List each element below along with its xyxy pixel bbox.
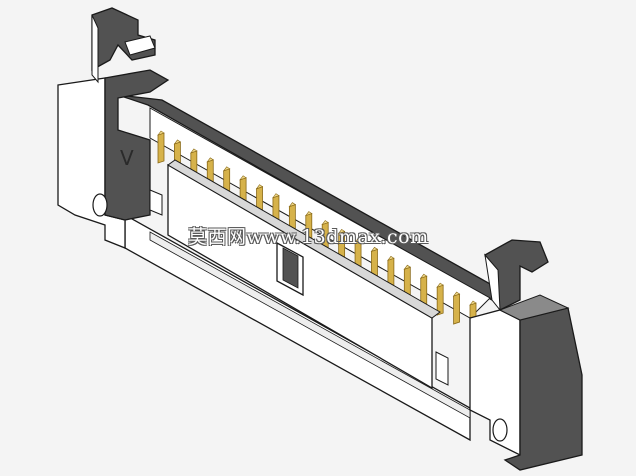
- polarization-key-notch-inner: [282, 247, 299, 289]
- right-latch: [435, 239, 583, 471]
- connector-front-shroud-top: [167, 159, 441, 319]
- right-mounting-hole: [492, 418, 508, 442]
- watermark-text: 莫西网www.13dmax.com: [188, 226, 429, 248]
- pin: [157, 130, 165, 164]
- left-latch-dark-face: [104, 69, 170, 221]
- left-latch-lever-top: [91, 7, 156, 72]
- right-latch-slot: [435, 351, 449, 386]
- left-latch-lever-hook: [124, 35, 156, 56]
- connector-body-bottom-edge: [149, 231, 471, 419]
- left-latch-slot: [149, 189, 163, 216]
- left-latch-lever-front: [91, 14, 99, 84]
- right-latch-top-face: [498, 294, 570, 321]
- left-mounting-hole: [92, 193, 108, 217]
- pin: [436, 282, 444, 316]
- pin: [452, 291, 461, 325]
- right-latch-lever: [484, 239, 549, 311]
- pin1-marker: V: [120, 146, 134, 170]
- right-latch-dark-face: [503, 307, 583, 471]
- left-latch: [57, 7, 170, 249]
